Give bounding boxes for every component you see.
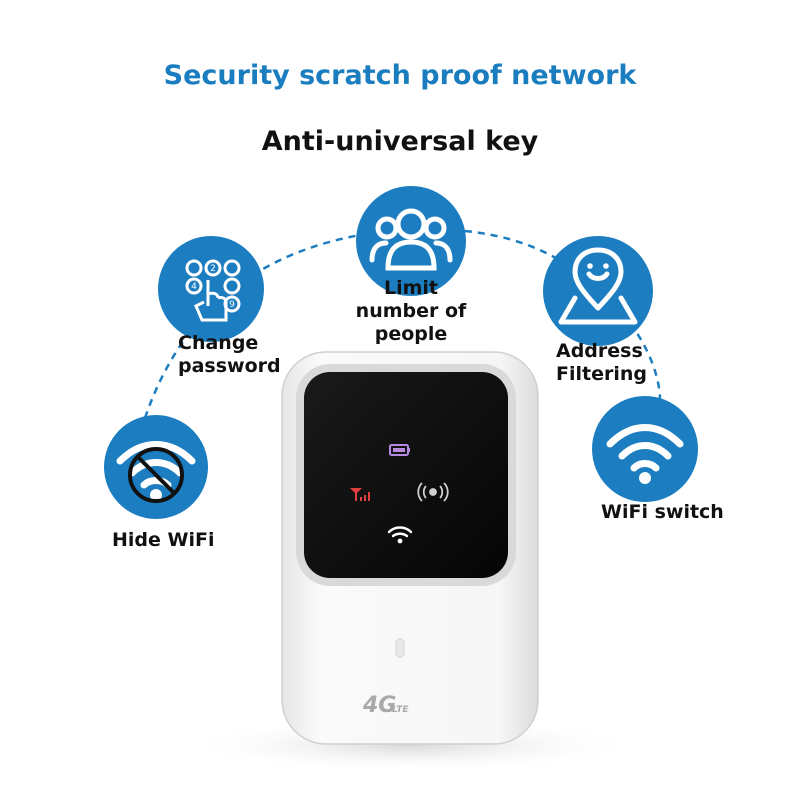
hide-wifi-circle [104,415,208,519]
svg-text:2: 2 [210,264,216,274]
change-password-circle: 2 4 9 [158,236,264,342]
no-wifi-icon [116,441,196,503]
wifi-icon [606,424,684,484]
address-filtering-line2: Filtering [556,363,647,385]
location-pin-icon [558,247,638,325]
address-filtering-line1: Address [556,340,643,362]
sync-icon [417,482,449,502]
wifi-switch-circle [592,396,698,502]
keypad-hand-icon: 2 4 9 [185,259,241,322]
svg-text:4: 4 [191,282,197,292]
limit-people-line1: Limit [383,277,438,299]
change-password-line2: password [178,355,281,377]
signal-icon [350,488,370,501]
address-filtering-circle [543,236,653,346]
change-password-label: Change password [178,332,281,378]
screen [304,372,508,578]
change-password-line1: Change [178,332,259,354]
svg-text:9: 9 [229,300,235,310]
limit-people-line2: number of [355,300,467,322]
address-filtering-label: Address Filtering [556,340,647,386]
page-title: Security scratch proof network [163,60,637,91]
screen-wifi-icon [387,526,413,538]
hide-wifi-label: Hide WiFi [112,529,215,551]
limit-people-label: Limit number of people [340,277,482,346]
4g-badge: 4G [362,693,396,718]
limit-people-line3: people [374,323,448,345]
lte-badge: LTE [392,705,409,715]
wifi-switch-label: WiFi switch [601,501,724,523]
battery-icon [389,444,410,456]
people-group-icon [369,208,453,271]
led-indicator [395,638,405,658]
limit-people-circle [356,186,466,296]
page-subtitle: Anti-universal key [261,126,539,157]
